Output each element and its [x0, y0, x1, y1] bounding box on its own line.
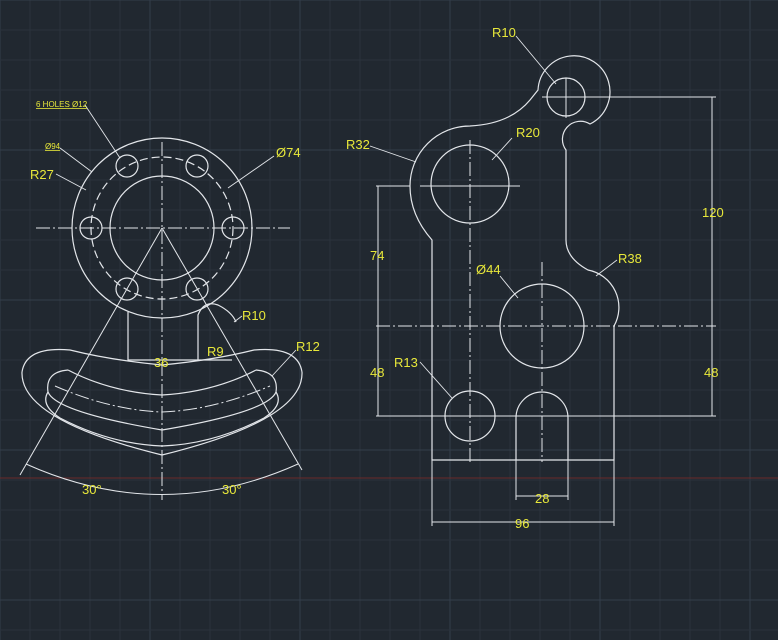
label-r32: R32 [346, 137, 370, 152]
leader-r27 [55, 173, 87, 191]
bolt-hole [221, 216, 245, 240]
slot-bottom [45, 391, 279, 447]
label-6-holes: 6 HOLES Ø12 [36, 100, 88, 109]
label-r38: R38 [618, 251, 642, 266]
label-r10: R10 [242, 308, 266, 323]
body-outline [409, 55, 620, 461]
left-view [19, 104, 303, 500]
hole-r10 [546, 77, 586, 117]
label-r13: R13 [394, 355, 418, 370]
label-96: 96 [515, 516, 529, 531]
bolt-circle [90, 156, 234, 300]
label-angle-left: 30° [82, 482, 102, 497]
neck-profile [127, 303, 237, 361]
label-r9: R9 [207, 344, 224, 359]
leader-d44 [499, 275, 519, 299]
leader-r38 [595, 259, 618, 277]
leader-r12 [271, 349, 297, 377]
label-r10: R10 [492, 25, 516, 40]
label-48-right: 48 [704, 365, 718, 380]
label-d44: Ø44 [476, 262, 501, 277]
label-angle-right: 30° [222, 482, 242, 497]
bolt-hole [185, 277, 209, 301]
outer-flange-circle [71, 137, 253, 319]
angle-ray-left [19, 227, 163, 476]
slot [515, 391, 569, 460]
bolt-hole [115, 154, 139, 178]
arm-upper-edge [21, 348, 303, 373]
label-74: 74 [370, 248, 384, 263]
hole-d44 [499, 283, 585, 369]
leader-r13 [419, 361, 453, 399]
angle-dimension-arc [25, 463, 299, 495]
label-width-36: 36 [154, 355, 168, 370]
leader-r20 [491, 137, 513, 161]
leader-bolt-circle [59, 147, 93, 173]
left-view-labels: 6 HOLES Ø12 Ø94 R27 Ø74 R10 R9 R12 36 30… [30, 100, 320, 497]
bolt-hole [185, 154, 209, 178]
right-view [369, 35, 716, 526]
label-r20: R20 [516, 125, 540, 140]
slot-outer [47, 369, 277, 431]
label-28: 28 [535, 491, 549, 506]
bore-circle [109, 175, 215, 281]
slot-center-arc [54, 385, 271, 413]
angle-ray-right [161, 227, 303, 471]
leader-d74 [227, 155, 275, 189]
label-120: 120 [702, 205, 724, 220]
slot-inner [67, 369, 257, 396]
leader-holes [84, 104, 121, 159]
leader-r10 [233, 315, 243, 323]
label-r27: R27 [30, 167, 54, 182]
label-48-left: 48 [370, 365, 384, 380]
arm-lower-edge [21, 371, 303, 456]
label-d74: Ø74 [276, 145, 301, 160]
right-view-labels: R10 R20 R32 74 120 Ø44 R38 R13 48 48 28 … [346, 25, 724, 531]
label-r12: R12 [296, 339, 320, 354]
leader-r32 [369, 145, 417, 163]
leader-r10 [515, 35, 557, 85]
bolt-hole [79, 216, 103, 240]
label-bolt-circle: Ø94 [45, 142, 61, 151]
bolt-hole [115, 277, 139, 301]
hole-r20 [430, 144, 510, 224]
